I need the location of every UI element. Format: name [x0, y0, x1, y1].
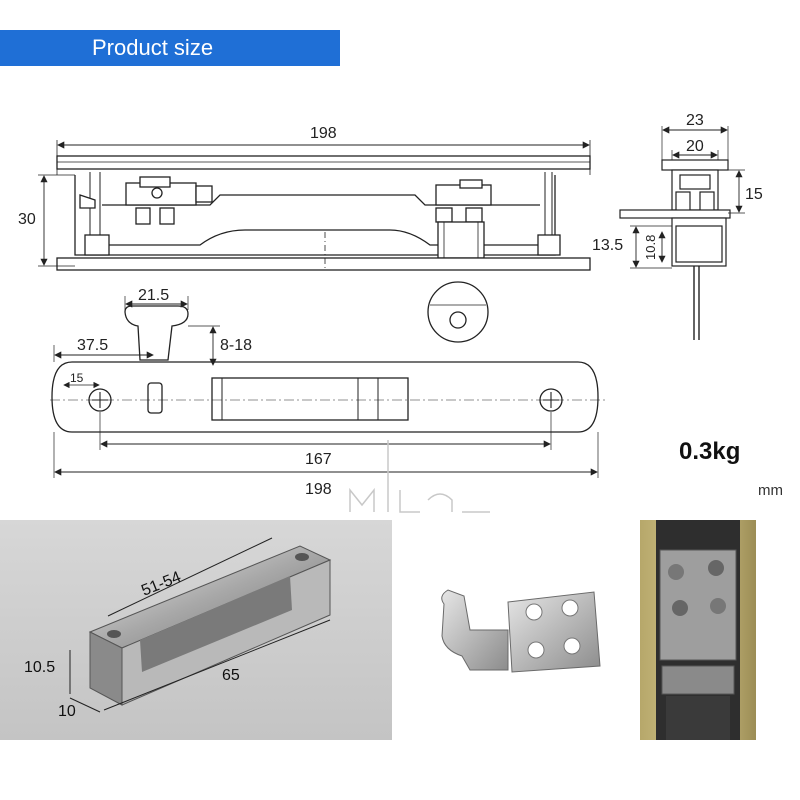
unit-label: mm — [758, 482, 783, 499]
overall-length-label: 198 — [305, 481, 332, 498]
strike-width-label: 10 — [58, 703, 76, 720]
banner-title: Product size — [92, 35, 214, 60]
strike-slot-label: 51-54 — [139, 569, 183, 600]
end-view — [619, 126, 745, 340]
edge-offset-label: 15 — [70, 371, 84, 385]
length-198-label: 198 — [310, 125, 337, 142]
hook-width-label: 21.5 — [138, 287, 169, 304]
strike-plate-photo: 51-54 65 10.5 10 — [0, 520, 392, 740]
inner-height-10-8-label: 10.8 — [643, 235, 658, 260]
side-view — [38, 140, 591, 343]
hook-travel-label: 8-18 — [220, 337, 252, 354]
hook-installed-photo — [404, 520, 800, 740]
weight-label: 0.3kg — [679, 438, 741, 465]
strike-length-label: 65 — [222, 667, 240, 684]
hook-offset-label: 37.5 — [77, 337, 108, 354]
bottom-height-13-5-label: 13.5 — [592, 237, 623, 254]
strike-height-label: 10.5 — [24, 659, 55, 676]
top-height-15-label: 15 — [745, 186, 763, 203]
inner-width-20-label: 20 — [686, 138, 704, 155]
watermark-logo — [349, 440, 490, 513]
front-view — [50, 296, 605, 478]
height-30-label: 30 — [18, 211, 36, 228]
outer-width-23-label: 23 — [686, 112, 704, 129]
hole-spacing-label: 167 — [305, 451, 332, 468]
product-size-banner: Product size — [0, 30, 340, 66]
